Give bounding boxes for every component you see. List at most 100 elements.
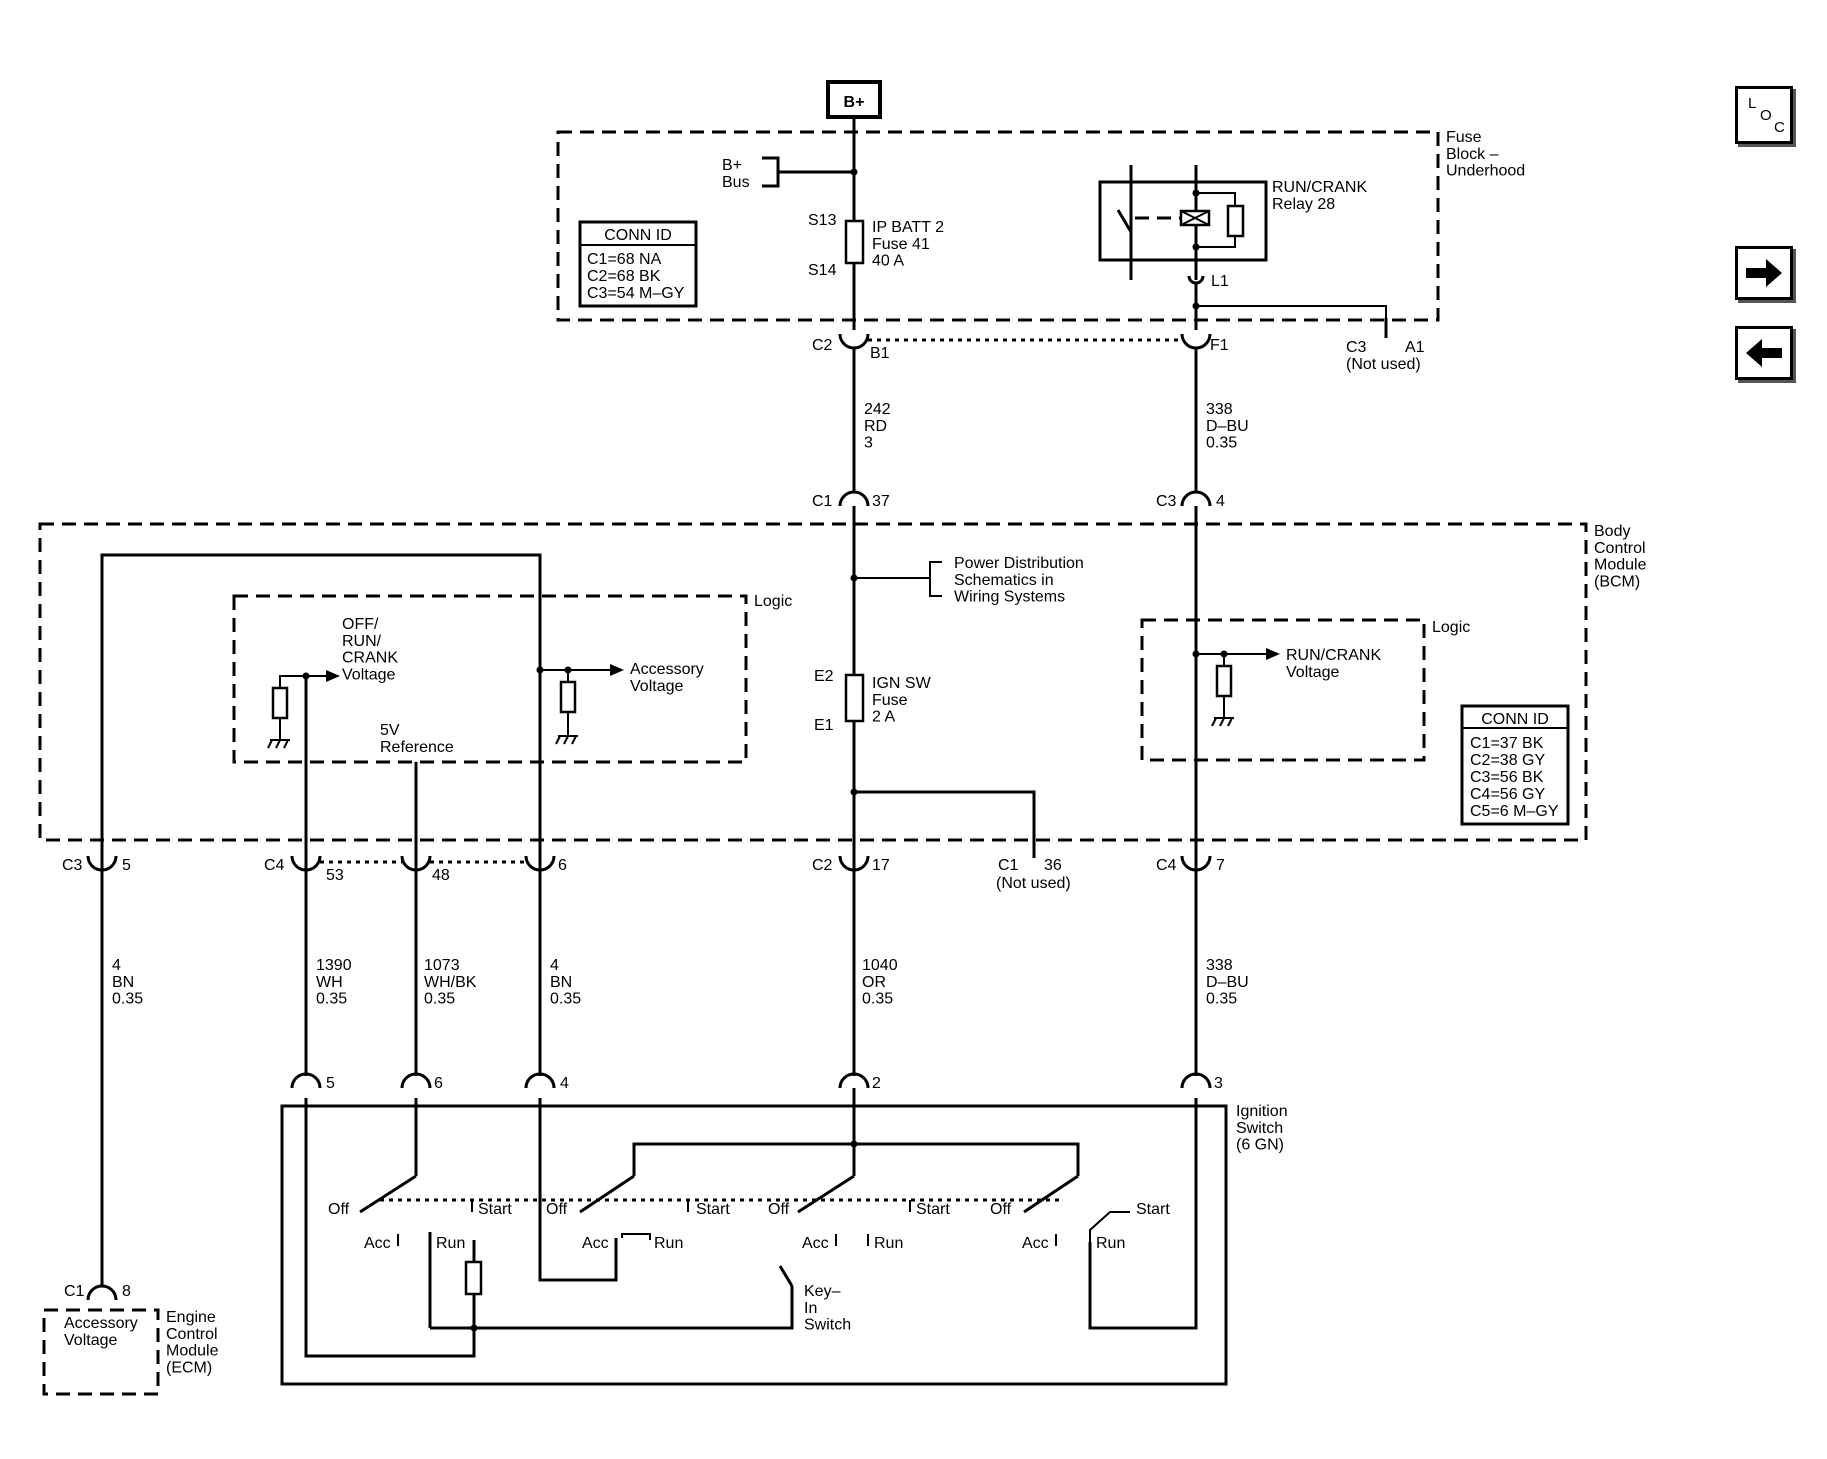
- ecm-connector: C1: [64, 1283, 85, 1300]
- ign-fuse-top: E2: [814, 668, 834, 685]
- ecm-pin: 8: [122, 1283, 131, 1300]
- c3-connector-label: C3: [1346, 339, 1367, 356]
- bcm-c4-right: C4: [1156, 857, 1177, 874]
- pos-off-1: Off: [328, 1201, 350, 1218]
- conn-id-row: C3=56 BK: [1470, 769, 1544, 786]
- conn-id-title: CONN ID: [604, 227, 672, 244]
- pos-acc-3: Acc: [802, 1235, 829, 1252]
- bcm-logic-right: [1140, 618, 1426, 762]
- ign-pin-5: 5: [326, 1075, 335, 1092]
- bcm-pin-6: 6: [558, 857, 567, 874]
- pos-run-1: Run: [436, 1235, 465, 1252]
- pos-off-4: Off: [990, 1201, 1012, 1218]
- ign-sw-fuse: [844, 673, 865, 723]
- logic-label-left: Logic: [754, 593, 792, 610]
- pos-start-3: Start: [916, 1201, 950, 1218]
- a1-not-used: (Not used): [1346, 356, 1421, 373]
- pos-start-4: Start: [1136, 1201, 1170, 1218]
- conn-id-title: CONN ID: [1481, 711, 1549, 728]
- arrow-right-icon: [1746, 259, 1782, 287]
- relay-terminal: L1: [1211, 273, 1229, 290]
- arrow-left-icon: [1746, 339, 1782, 367]
- ign-resistor: [464, 1260, 483, 1296]
- logic-label-right: Logic: [1432, 619, 1470, 636]
- bcm-pin-5: 5: [122, 857, 131, 874]
- pos-off-3: Off: [768, 1201, 790, 1218]
- pin-f1: F1: [1210, 337, 1229, 354]
- loc-icon-c: C: [1774, 119, 1785, 136]
- ecm-outline: [42, 1308, 160, 1396]
- c2-connector-label: C2: [812, 337, 833, 354]
- conn-id-row: C2=68 BK: [587, 268, 661, 285]
- conn-id-row: C3=54 M–GY: [587, 285, 685, 302]
- ign-pin-6: 6: [434, 1075, 443, 1092]
- bcm-c4-left: C4: [264, 857, 285, 874]
- pos-run-4: Run: [1096, 1235, 1125, 1252]
- location-button[interactable]: L O C: [1735, 86, 1793, 144]
- conn-id-row: C2=38 GY: [1470, 752, 1545, 769]
- bcm-pin-36: 36: [1044, 857, 1062, 874]
- bcm-c1-top: C1: [812, 493, 833, 510]
- bcm-pin-53: 53: [326, 867, 344, 884]
- ign-pin-4: 4: [560, 1075, 569, 1092]
- fuse-top-terminal: S13: [808, 212, 837, 229]
- ignition-switch-outline: [280, 1104, 1228, 1386]
- conn-id-row: C4=56 GY: [1470, 786, 1545, 803]
- source-label: B+: [844, 94, 865, 111]
- conn-id-row: C1=68 NA: [587, 251, 662, 268]
- bcm-c1-bottom: C1: [998, 857, 1019, 874]
- conn-id-row: C5=6 M–GY: [1470, 803, 1559, 820]
- battery-source: B+: [826, 80, 882, 119]
- bcm-outline: [38, 522, 1588, 842]
- pos-run-2: Run: [654, 1235, 683, 1252]
- a1-pin-label: A1: [1405, 339, 1425, 356]
- bcm-pin-17: 17: [872, 857, 890, 874]
- ign-pin-3: 3: [1214, 1075, 1223, 1092]
- bcm-logic-left: [232, 594, 748, 764]
- pin-36-not-used: (Not used): [996, 875, 1071, 892]
- loc-icon-o: O: [1760, 107, 1772, 124]
- conn-id-row: C1=37 BK: [1470, 735, 1544, 752]
- fuse-bottom-terminal: S14: [808, 262, 837, 279]
- bcm-pin-37: 37: [872, 493, 890, 510]
- loc-icon: L: [1748, 95, 1757, 112]
- pos-acc-1: Acc: [364, 1235, 391, 1252]
- next-page-button[interactable]: [1735, 246, 1793, 300]
- pos-off-2: Off: [546, 1201, 568, 1218]
- pos-acc-2: Acc: [582, 1235, 609, 1252]
- pos-start-2: Start: [696, 1201, 730, 1218]
- bcm-pin-7: 7: [1216, 857, 1225, 874]
- pos-run-3: Run: [874, 1235, 903, 1252]
- pin-b1: B1: [870, 345, 890, 362]
- bcm-c3-top: C3: [1156, 493, 1177, 510]
- previous-page-button[interactable]: [1735, 326, 1793, 380]
- bcm-pin-48: 48: [432, 867, 450, 884]
- ign-pin-2: 2: [872, 1075, 881, 1092]
- bcm-pin-4: 4: [1216, 493, 1225, 510]
- bcm-conn-id-table: CONN ID C1=37 BK C2=38 GY C3=56 BK C4=56…: [1460, 704, 1570, 826]
- pos-acc-4: Acc: [1022, 1235, 1049, 1252]
- bcm-c3-bottom: C3: [62, 857, 83, 874]
